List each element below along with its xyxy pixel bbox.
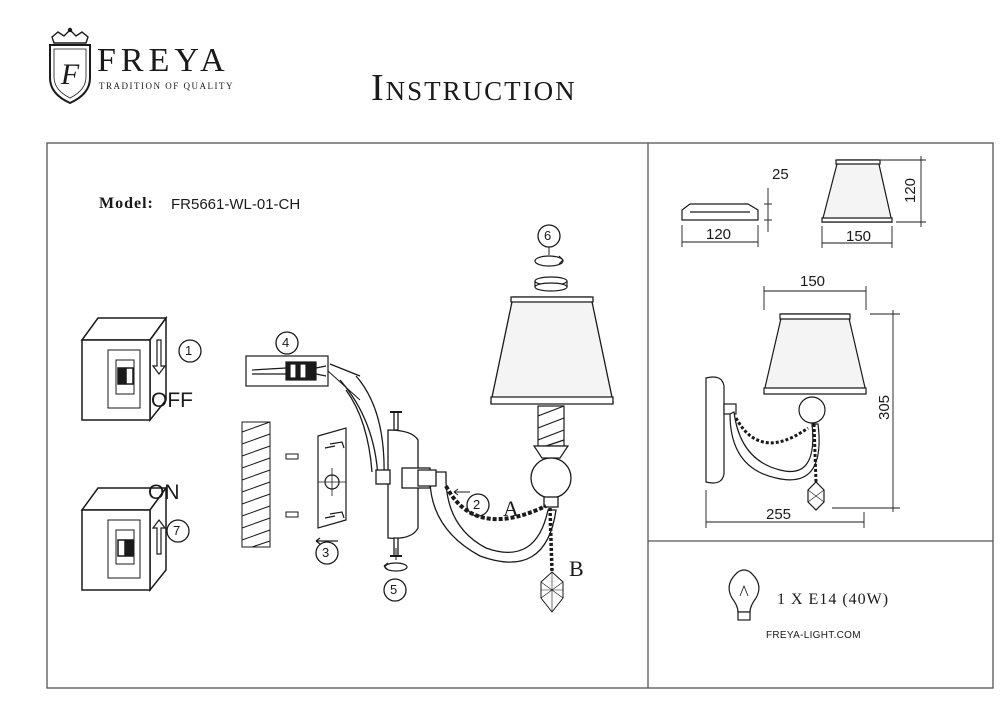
arrow-down-icon	[151, 339, 167, 375]
dim-base-width: 120	[706, 226, 732, 243]
switch-off-label: OFF	[151, 389, 193, 412]
step-1-label: 1	[185, 343, 193, 358]
light-bulb-icon	[728, 569, 760, 621]
shade-dimension-lines	[821, 156, 926, 248]
rotate-arrow-icon	[315, 255, 564, 572]
chain-a	[444, 485, 547, 522]
mounting-bracket	[317, 427, 347, 529]
shade-side-view	[821, 159, 893, 223]
wall-hatch	[241, 421, 271, 548]
base-plate-view	[681, 203, 759, 221]
step-3-label: 3	[322, 545, 330, 560]
terminal-block-inset	[245, 355, 361, 401]
model-label: Model:	[99, 195, 154, 212]
step-3-circle	[315, 541, 339, 565]
step-4-circle	[275, 331, 299, 355]
step-7-circle	[166, 519, 190, 543]
step-5-label: 5	[390, 582, 398, 597]
brand-name: FREYA	[97, 42, 230, 79]
freya-logo-icon: F	[49, 27, 91, 105]
step-6-label: 6	[544, 228, 552, 243]
lamp-dimension-lines	[705, 286, 900, 528]
lamp-spec: 1 X E14 (40W)	[777, 591, 890, 608]
dim-lamp-shade-width: 150	[800, 273, 826, 290]
base-dimension-lines	[681, 188, 772, 247]
outer-frame	[46, 142, 994, 689]
part-a-label: A	[503, 496, 519, 521]
dim-base-height: 25	[772, 166, 789, 183]
lamp-shade	[490, 296, 614, 405]
page-title: Instruction	[371, 67, 577, 109]
arrow-up-icon	[151, 519, 167, 555]
switch-on-label: ON	[148, 481, 180, 504]
step-circles	[166, 224, 561, 602]
dim-shade-width: 150	[846, 228, 872, 245]
model-value: FR5661-WL-01-CH	[171, 196, 301, 213]
step-5-circle	[383, 578, 407, 602]
dim-lamp-height: 305	[876, 394, 894, 421]
wall-dowels	[285, 453, 299, 518]
candle-sleeve	[532, 405, 570, 459]
chain-b	[540, 507, 564, 613]
dim-shade-height: 120	[902, 177, 920, 204]
shade-ring	[534, 276, 568, 292]
part-b-label: B	[569, 556, 584, 581]
crystal-ball	[530, 457, 572, 508]
logo-letter: F	[60, 58, 80, 91]
brand-tagline: TRADITION OF QUALITY	[99, 81, 234, 91]
dim-lamp-depth: 255	[766, 506, 792, 523]
step-4-label: 4	[282, 335, 290, 350]
assembled-lamp-view	[705, 313, 867, 511]
switch-on-icon	[80, 485, 168, 593]
lamp-arm	[417, 469, 557, 563]
website: FREYA-LIGHT.COM	[766, 630, 861, 641]
step-1-circle	[178, 339, 202, 363]
step-2-label: 2	[473, 497, 481, 512]
step-7-label: 7	[173, 523, 181, 538]
